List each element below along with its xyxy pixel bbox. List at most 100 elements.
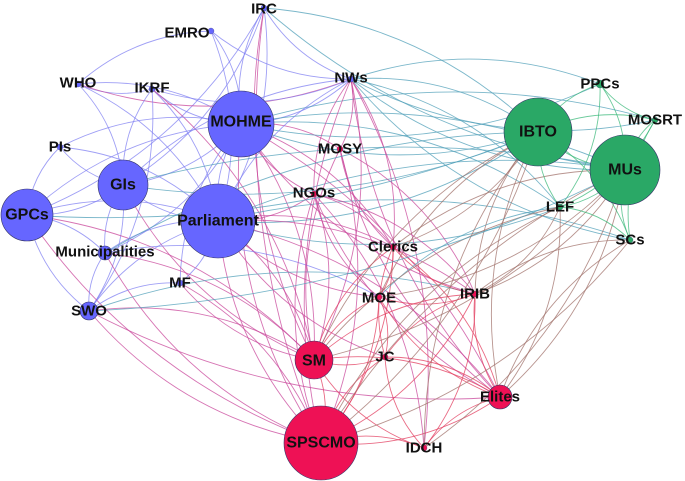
node-label-parliament: Parliament bbox=[177, 213, 259, 230]
edge-nws-idch bbox=[350, 78, 429, 449]
edge-municipalities-moe bbox=[104, 244, 380, 298]
node-label-swo: SWO bbox=[71, 303, 107, 320]
edge-jc-elites bbox=[384, 356, 501, 398]
node-swo[interactable] bbox=[79, 301, 99, 321]
node-label-lef: LEF bbox=[546, 199, 574, 216]
node-label-idch: IDCH bbox=[406, 440, 443, 457]
node-moe[interactable] bbox=[375, 293, 383, 301]
node-emro[interactable] bbox=[207, 27, 215, 35]
node-ikrf[interactable] bbox=[148, 85, 156, 93]
node-ngos[interactable] bbox=[310, 190, 318, 198]
node-label-gpcs: GPCs bbox=[5, 207, 49, 224]
node-label-scs: SCs bbox=[615, 232, 644, 249]
edge-swo-sm bbox=[88, 307, 315, 361]
node-layer bbox=[0, 4, 661, 481]
node-scs[interactable] bbox=[626, 236, 634, 244]
edge-nws-ngos bbox=[313, 78, 352, 195]
node-mus[interactable] bbox=[589, 134, 661, 206]
node-who[interactable] bbox=[74, 80, 82, 88]
edge-clerics-irib bbox=[392, 246, 476, 295]
node-label-mosy: MOSY bbox=[318, 141, 362, 158]
node-irib[interactable] bbox=[471, 290, 479, 298]
node-nws[interactable] bbox=[347, 75, 355, 83]
edge-swo-elites bbox=[88, 310, 501, 400]
node-ppcs[interactable] bbox=[595, 79, 605, 89]
node-pis[interactable] bbox=[56, 143, 64, 151]
edge-moe-irib bbox=[378, 293, 476, 305]
node-label-emro: EMRO bbox=[165, 25, 210, 42]
edge-nws-lef bbox=[350, 78, 561, 208]
node-label-moe: MOE bbox=[362, 290, 396, 307]
node-gpcs[interactable] bbox=[0, 188, 54, 242]
node-label-ppcs: PPCs bbox=[580, 76, 619, 93]
node-idch[interactable] bbox=[420, 444, 428, 452]
edge-mohme-mosrt bbox=[240, 91, 656, 125]
edge-sm-lef bbox=[313, 206, 561, 361]
edge-gpcs-ibto bbox=[26, 131, 539, 219]
edge-moe-elites bbox=[378, 296, 501, 398]
edge-ppcs-lef bbox=[559, 83, 601, 208]
edge-nws-sm bbox=[313, 78, 362, 361]
edge-emro-nws bbox=[210, 30, 352, 80]
node-mohme[interactable] bbox=[207, 90, 275, 158]
node-label-ibto: IBTO bbox=[519, 124, 557, 141]
edge-clerics-elites bbox=[392, 246, 501, 398]
edge-parliament-elites bbox=[217, 220, 501, 398]
edge-parliament-mus bbox=[217, 159, 626, 222]
node-label-mf: MF bbox=[169, 275, 191, 292]
node-ibto[interactable] bbox=[503, 97, 573, 167]
edge-swo-irib bbox=[88, 271, 476, 312]
edge-municipalities-spscmo bbox=[104, 252, 322, 444]
edge-gis-sm bbox=[122, 184, 315, 361]
node-lef[interactable] bbox=[556, 203, 564, 211]
edge-municipalities-sm bbox=[104, 252, 315, 361]
node-municipalities[interactable] bbox=[97, 245, 113, 261]
node-label-mus: MUs bbox=[608, 162, 642, 179]
edge-sm-ibto bbox=[313, 131, 539, 361]
node-gis[interactable] bbox=[97, 159, 149, 211]
edge-sm-mus bbox=[313, 169, 626, 361]
node-elites[interactable] bbox=[487, 384, 513, 410]
node-label-pis: PIs bbox=[49, 139, 72, 156]
edge-mosy-spscmo bbox=[320, 148, 359, 444]
edge-mosy-irib bbox=[339, 148, 476, 295]
node-mf[interactable] bbox=[176, 279, 184, 287]
node-label-spscmo: SPSCMO bbox=[286, 435, 355, 452]
edge-idch-ibto bbox=[423, 131, 539, 449]
node-label-municipalities: Municipalities bbox=[55, 244, 154, 261]
node-jc[interactable] bbox=[381, 353, 389, 361]
node-sm[interactable] bbox=[294, 340, 334, 380]
node-label-jc: JC bbox=[375, 349, 394, 366]
edge-ngos-irib bbox=[313, 193, 476, 295]
edge-moe-ibto bbox=[378, 131, 539, 298]
edge-irib-idch bbox=[423, 293, 476, 449]
node-irc[interactable] bbox=[260, 4, 268, 12]
node-parliament[interactable] bbox=[180, 183, 256, 259]
edge-irc-ibto bbox=[263, 7, 539, 133]
node-mosrt[interactable] bbox=[651, 116, 659, 124]
node-label-ikrf: IKRF bbox=[135, 80, 170, 97]
node-label-ngos: NGOs bbox=[293, 185, 336, 202]
node-label-who: WHO bbox=[60, 75, 97, 92]
node-label-irib: IRIB bbox=[460, 286, 490, 303]
node-label-elites: Elites bbox=[480, 389, 520, 406]
edge-municipalities-ibto bbox=[104, 131, 539, 254]
node-label-mosrt: MOSRT bbox=[628, 112, 682, 129]
edge-spscmo-scs bbox=[320, 239, 631, 444]
edge-mohme-spscmo bbox=[237, 123, 322, 444]
edge-idch-mus bbox=[423, 169, 626, 449]
node-label-gis: GIs bbox=[110, 177, 136, 194]
edge-nws-scs bbox=[350, 78, 631, 241]
edge-moe-mus bbox=[378, 169, 626, 298]
node-spscmo[interactable] bbox=[283, 405, 359, 481]
edge-emro-who bbox=[77, 30, 212, 85]
edge-parliament-scs bbox=[217, 199, 631, 241]
edge-nws-clerics bbox=[350, 78, 395, 248]
node-mosy[interactable] bbox=[336, 145, 344, 153]
edge-irc-nws bbox=[263, 7, 352, 80]
node-clerics[interactable] bbox=[389, 243, 397, 251]
edge-mosy-sm bbox=[305, 148, 341, 361]
edge-irc-sm bbox=[253, 7, 315, 361]
